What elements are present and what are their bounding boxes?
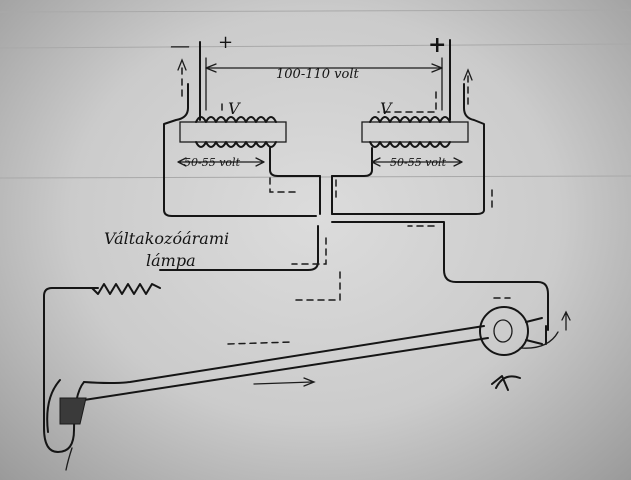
- mercury-pool: [59, 397, 87, 425]
- right-coil: [361, 116, 469, 148]
- current-flow-arrows: [65, 58, 571, 471]
- voltage-top-label: 100-110 volt: [276, 67, 359, 82]
- voltage-left-label: 50-55 volt: [184, 156, 241, 169]
- left-coil: [179, 116, 287, 148]
- lamp-label-line1: Váltakozóárami: [104, 229, 229, 248]
- coil-left-mark: V: [228, 99, 241, 118]
- plus-sign-left: +: [218, 32, 233, 53]
- plus-sign-right: +: [428, 32, 446, 58]
- voltage-right-label: 50-55 volt: [390, 156, 447, 169]
- center-node-wires: [165, 147, 549, 331]
- switch-mark: [491, 375, 521, 391]
- paper-ruling: [0, 9, 631, 179]
- coil-right-mark: V: [380, 99, 393, 118]
- supply-wires: [163, 39, 485, 217]
- coil-voltage-spans: [177, 157, 463, 167]
- lamp-label-line2: lámpa: [146, 251, 196, 270]
- top-voltage-span: [205, 57, 443, 111]
- lamp-circuit: [43, 269, 547, 453]
- minus-sign-left: —: [170, 33, 190, 57]
